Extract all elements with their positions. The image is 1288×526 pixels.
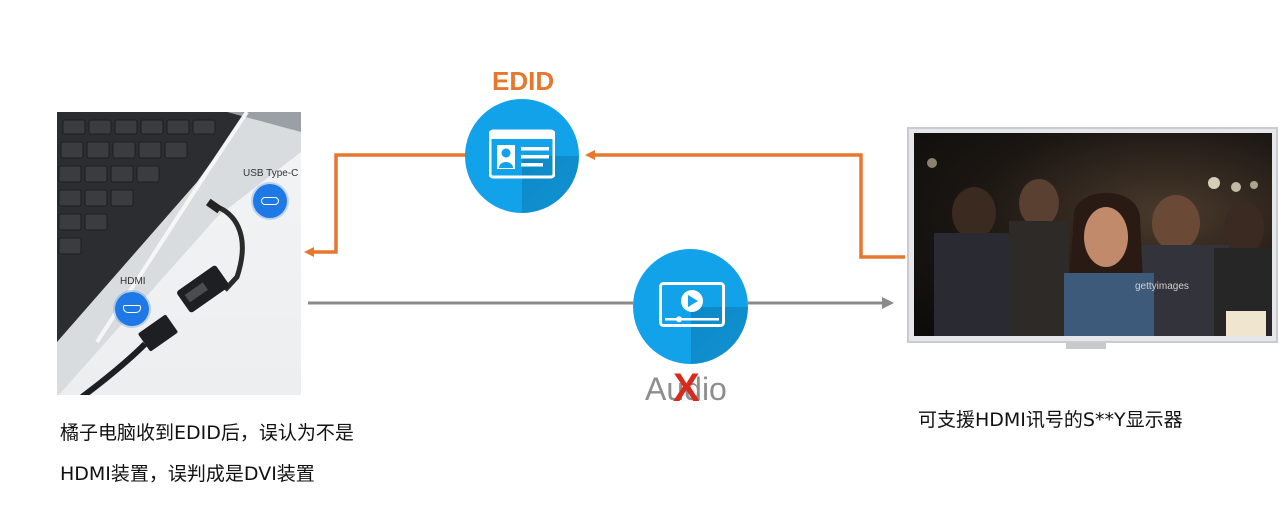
- getty-watermark: gettyimages: [1135, 281, 1189, 292]
- hdmi-label: HDMI: [120, 276, 146, 287]
- edid-arrow-left-segment: [304, 153, 466, 257]
- left-caption-line2: HDMI装置，误判成是DVI装置: [60, 463, 315, 485]
- laptop-illustration: [57, 112, 301, 395]
- usb-type-c-label: USB Type-C: [243, 168, 299, 179]
- left-caption-line1: 橘子电脑收到EDID后，误认为不是: [60, 422, 354, 444]
- right-caption: 可支援HDMI讯号的S**Y显示器: [918, 409, 1183, 431]
- audio-cross-mark: X: [673, 366, 700, 410]
- hdmi-port-icon: [115, 292, 149, 326]
- audio-label: Audio: [645, 371, 727, 407]
- tv-stand: [1066, 343, 1106, 349]
- edid-label: EDID: [492, 66, 555, 96]
- edid-arrow-right-segment: [585, 150, 905, 259]
- laptop-image: USB Type-C HDMI: [57, 112, 301, 395]
- signal-circle: [633, 249, 748, 364]
- cinema-audience-illustration: [927, 158, 1272, 336]
- tv-screen-image: [914, 133, 1272, 336]
- edid-circle: [465, 99, 579, 213]
- video-player-icon: [659, 282, 725, 327]
- id-card-icon: [489, 129, 555, 179]
- usb-type-c-port-icon: [253, 184, 287, 218]
